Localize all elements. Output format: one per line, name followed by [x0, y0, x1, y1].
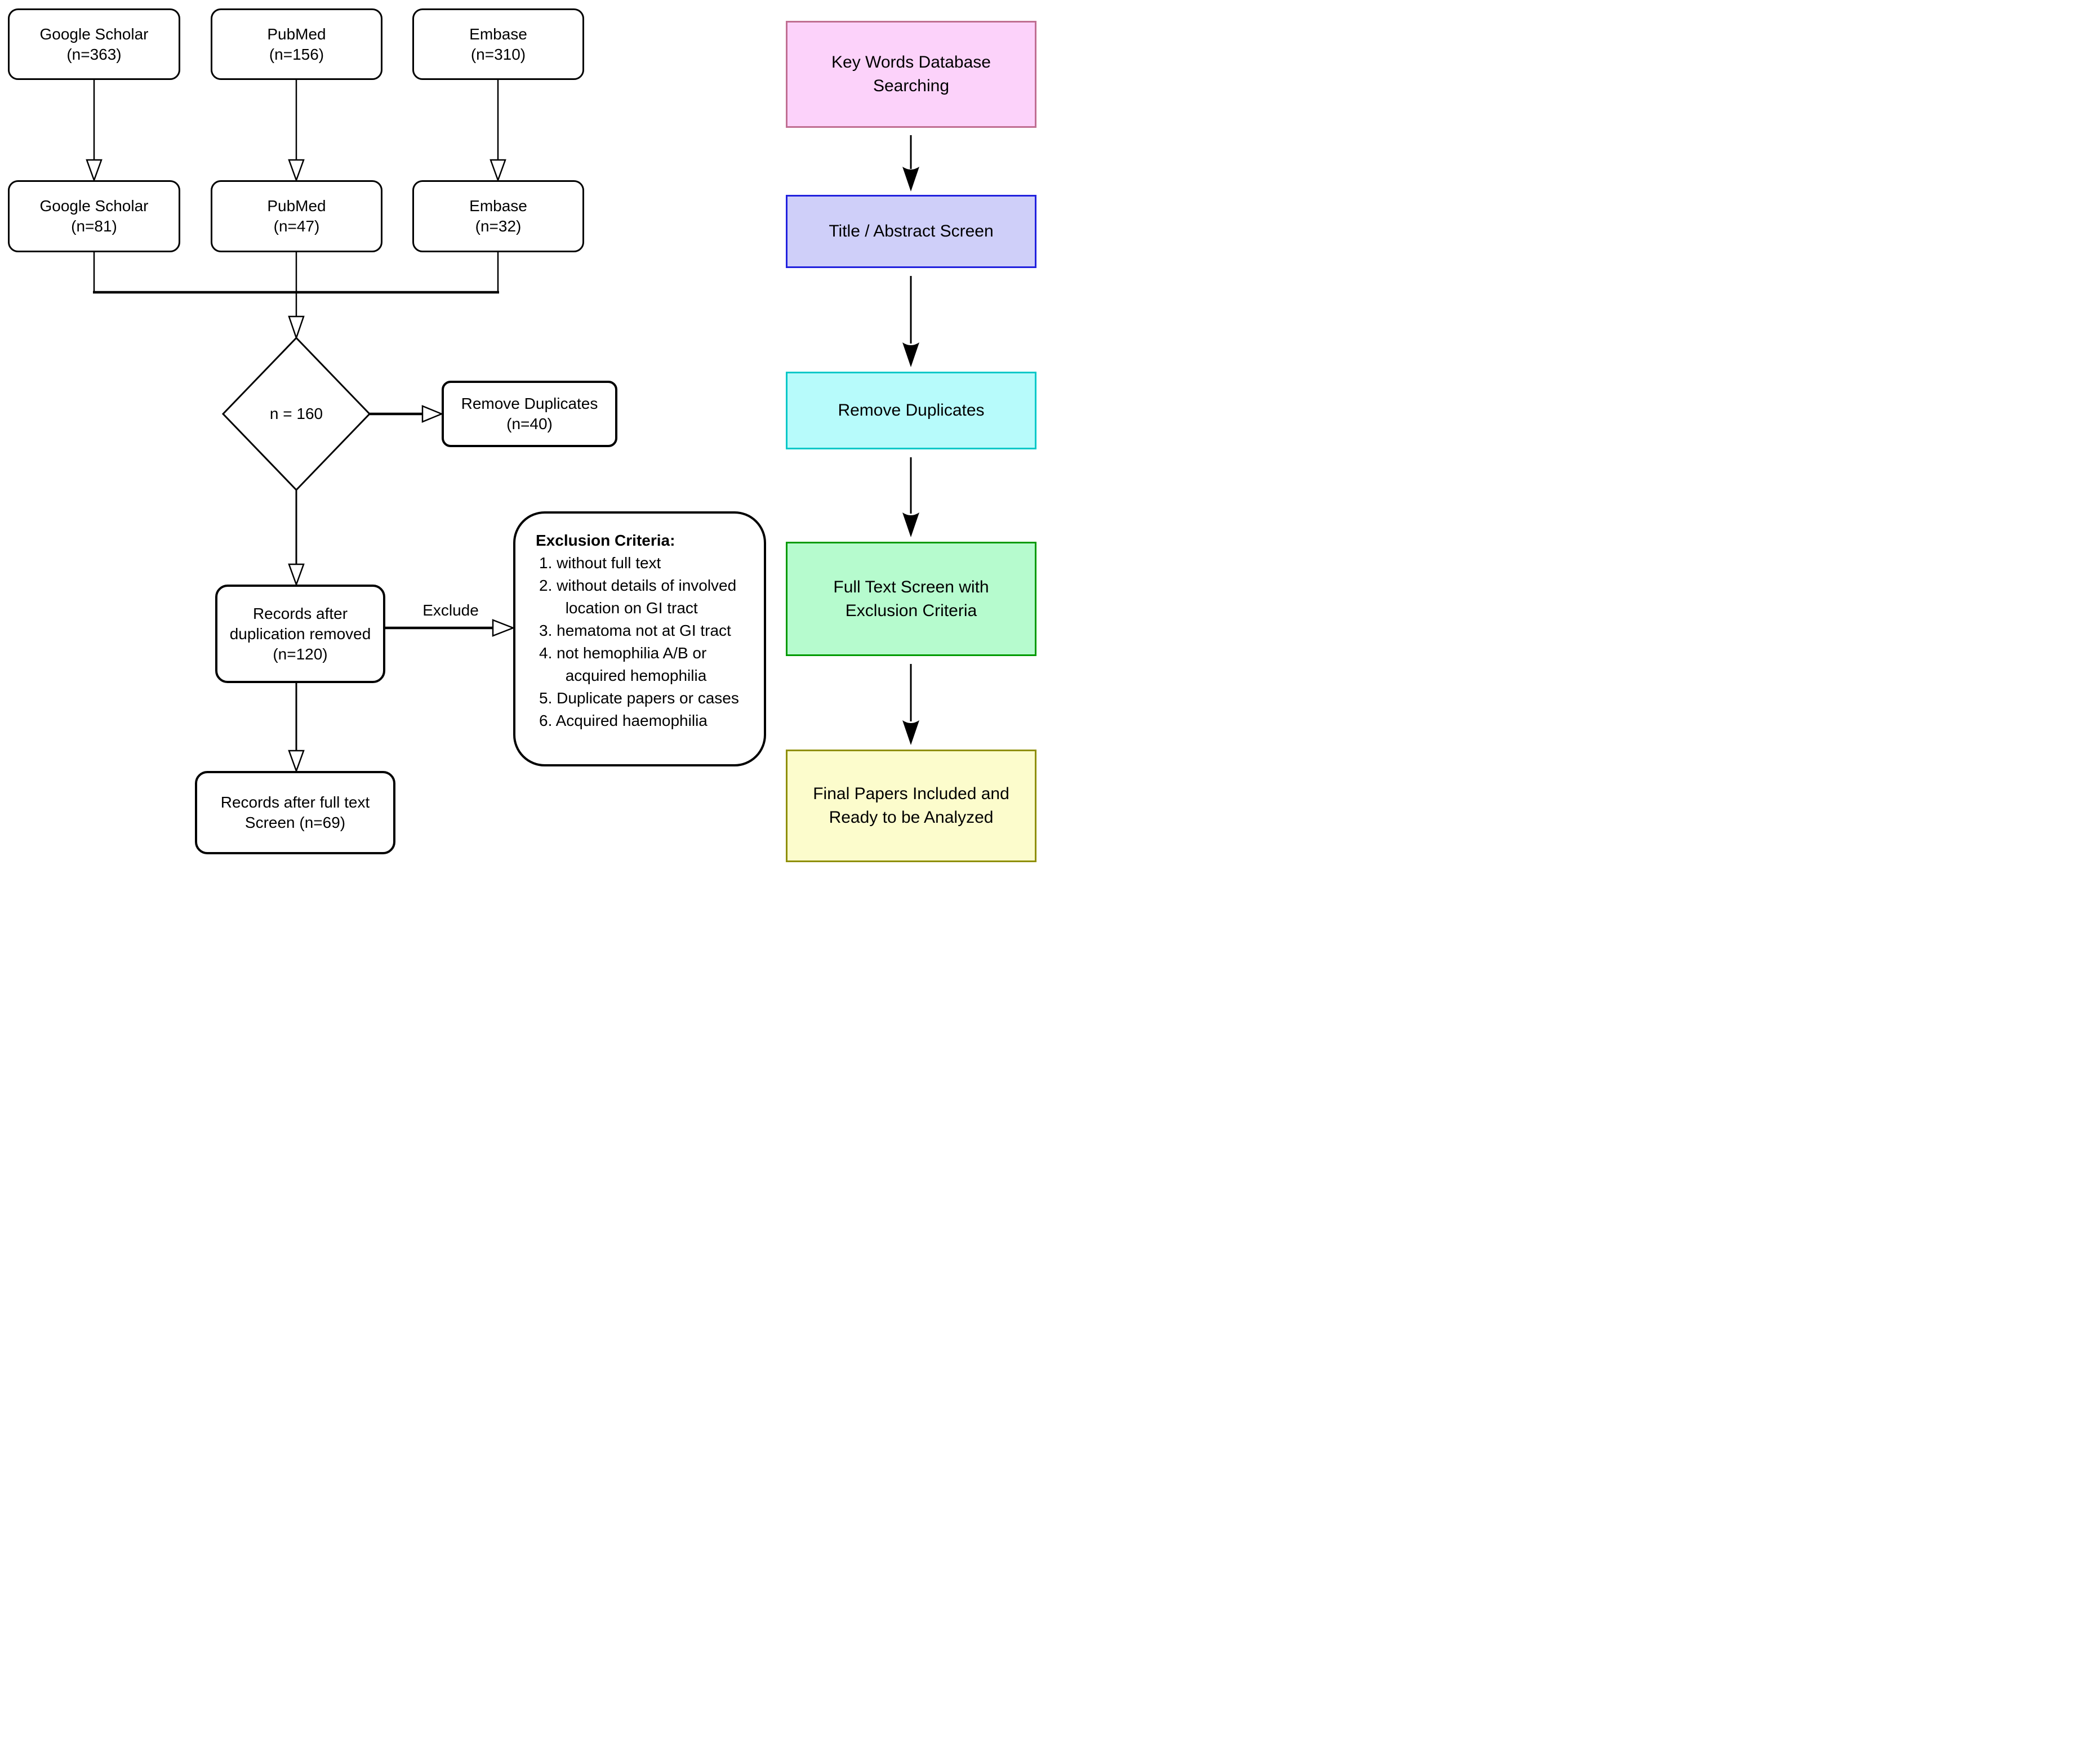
box-google-scholar-initial: Google Scholar (n=363)	[8, 8, 180, 80]
box-embase-screened: Embase (n=32)	[412, 180, 584, 252]
merge-junction-lines	[93, 252, 499, 340]
exclusion-criteria-item: 1. without full text	[539, 554, 661, 572]
step-title-abstract-screen: Title / Abstract Screen	[786, 195, 1036, 268]
step-full-text-screen: Full Text Screen with Exclusion Criteria	[786, 542, 1036, 656]
exclusion-criteria-item: 3. hematoma not at GI tract	[539, 622, 731, 639]
arrow-down-records-after-full-text	[288, 683, 305, 773]
exclusion-criteria-item: 4. not hemophilia A/B or acquired hemoph…	[539, 644, 707, 684]
arrow-down-step-4	[902, 664, 919, 745]
arrow-right-remove-duplicates	[370, 405, 444, 423]
arrow-down-step-1	[902, 135, 919, 191]
step-key-words-database-searching: Key Words Database Searching	[786, 21, 1036, 128]
arrow-down-step-3	[902, 457, 919, 537]
box-embase-initial: Embase (n=310)	[412, 8, 584, 80]
box-google-scholar-screened: Google Scholar (n=81)	[8, 180, 180, 252]
exclusion-criteria-item: 5. Duplicate papers or cases	[539, 689, 739, 707]
box-records-after-duplication: Records after duplication removed (n=120…	[215, 585, 385, 683]
arrow-down-google-scholar	[86, 80, 103, 182]
arrow-down-pubmed	[288, 80, 305, 182]
exclusion-criteria-item: 6. Acquired haemophilia	[539, 712, 708, 729]
exclusion-criteria-item: 2. without details of involved location …	[539, 577, 737, 617]
merge-diamond-label: n = 160	[269, 405, 323, 422]
step-remove-duplicates: Remove Duplicates	[786, 372, 1036, 449]
arrow-right-exclude	[385, 619, 515, 637]
exclusion-criteria-title: Exclusion Criteria:	[536, 532, 675, 549]
box-pubmed-screened: PubMed (n=47)	[211, 180, 382, 252]
box-remove-duplicates: Remove Duplicates (n=40)	[442, 381, 617, 447]
box-records-after-full-text: Records after full text Screen (n=69)	[195, 771, 395, 854]
flowchart-figure: Google Scholar (n=363) PubMed (n=156) Em…	[0, 0, 1050, 870]
box-pubmed-initial: PubMed (n=156)	[211, 8, 382, 80]
flow-connectors	[86, 80, 919, 773]
arrow-down-embase	[490, 80, 506, 182]
exclude-arrow-label: Exclude	[422, 601, 479, 619]
box-exclusion-criteria: Exclusion Criteria: 1. without full text…	[513, 511, 766, 766]
arrow-down-step-2	[902, 276, 919, 367]
step-final-papers-included: Final Papers Included and Ready to be An…	[786, 750, 1036, 862]
arrow-down-records-after-duplication	[288, 490, 305, 587]
